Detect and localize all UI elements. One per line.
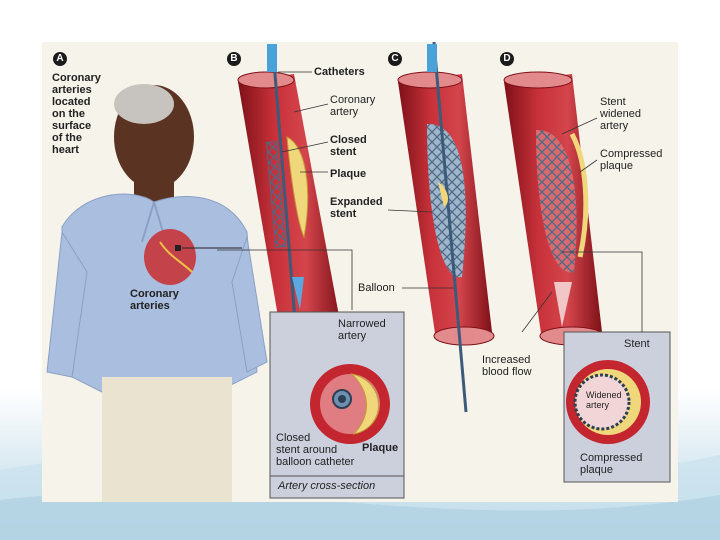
compressed-plaque-label-inset: Compressed plaque bbox=[580, 452, 643, 476]
closed-stent-around-label: Closed stent around balloon catheter bbox=[276, 432, 355, 468]
widened-artery-label: Widened artery bbox=[586, 390, 622, 410]
closed-stent-label: Closed stent bbox=[330, 134, 367, 158]
expanded-stent-label: Expanded stent bbox=[330, 196, 383, 220]
badge-b: B bbox=[227, 52, 241, 66]
badge-a: A bbox=[53, 52, 67, 66]
patient-figure bbox=[46, 84, 268, 502]
inset-left-art bbox=[269, 311, 405, 499]
coronary-artery-label: Coronary artery bbox=[330, 94, 376, 118]
panel-c-artery bbox=[397, 42, 495, 413]
plaque-label-inset: Plaque bbox=[362, 442, 399, 454]
coronary-arteries-label: Coronary arteries bbox=[130, 288, 179, 312]
stent-widened-label: Stent widened artery bbox=[600, 96, 641, 132]
plaque-label-b: Plaque bbox=[330, 168, 367, 180]
leader-lines bbox=[217, 71, 643, 333]
narrowed-artery-label: Narrowed artery bbox=[338, 318, 386, 342]
panel-d-artery bbox=[503, 71, 605, 346]
artery-cross-section-caption: Artery cross-section bbox=[278, 480, 376, 492]
increased-blood-flow-label: Increased blood flow bbox=[482, 354, 532, 378]
stent-label-inset: Stent bbox=[624, 338, 650, 350]
panel-a-intro-label: Coronary arteries located on the surface… bbox=[52, 72, 101, 156]
badge-d: D bbox=[500, 52, 514, 66]
inset-right-art bbox=[563, 331, 671, 483]
compressed-plaque-label-d: Compressed plaque bbox=[600, 148, 663, 172]
stent-procedure-figure: A B C D Coronary arteries located on the… bbox=[42, 42, 678, 502]
badge-c: C bbox=[388, 52, 402, 66]
balloon-label: Balloon bbox=[358, 282, 395, 294]
illustration bbox=[46, 42, 671, 502]
catheters-label: Catheters bbox=[314, 66, 365, 78]
